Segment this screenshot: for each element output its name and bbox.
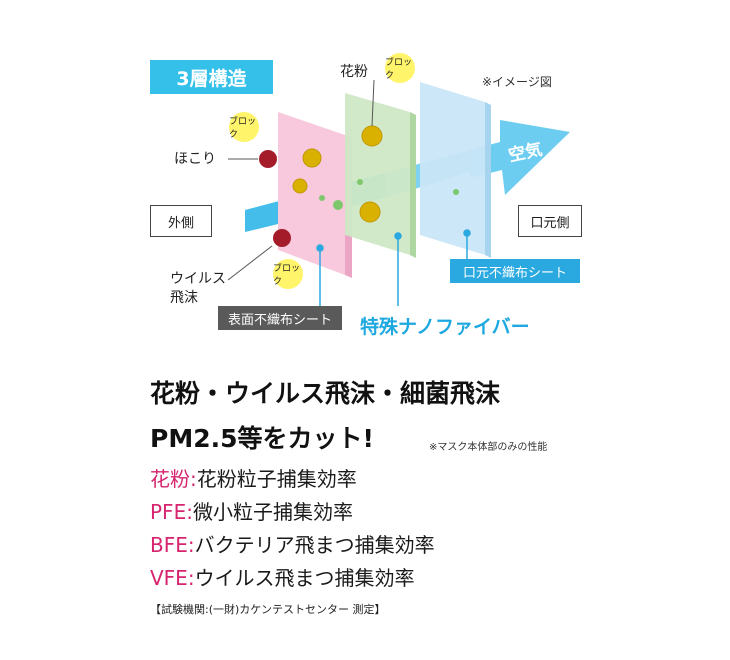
- headline-line1: 花粉・ウイルス飛沫・細菌飛沫: [150, 379, 501, 408]
- efficiency-desc: ウイルス飛まつ捕集効率: [194, 566, 415, 590]
- surface-layer: [278, 112, 352, 278]
- efficiency-row: 花粉:花粉粒子捕集効率: [150, 463, 357, 492]
- efficiency-row: PFE:微小粒子捕集効率: [150, 496, 353, 525]
- outside-label: 外側: [150, 205, 212, 237]
- virus-block-bubble: ブロック: [273, 259, 303, 289]
- three-layer-diagram: 3層構造 ※イメージ図 花粉 ブロック ほこり ブロック ウイルス 飛沫 ブロッ…: [150, 53, 582, 338]
- pointer-lines: [227, 79, 375, 281]
- performance-note: ※マスク本体部のみの性能: [429, 442, 548, 453]
- efficiency-desc: バクテリア飛まつ捕集効率: [194, 533, 435, 557]
- virus-label-line1: ウイルス: [170, 271, 226, 287]
- structure-title: 3層構造: [150, 60, 273, 94]
- efficiency-desc: 花粉粒子捕集効率: [196, 467, 357, 491]
- dust-label: ほこり: [174, 151, 216, 167]
- mouth-side-label: 口元側: [518, 205, 582, 237]
- efficiency-key: VFE:: [150, 566, 195, 590]
- headline-line2: PM2.5等をカット!: [150, 424, 374, 453]
- virus-label-line2: 飛沫: [170, 290, 198, 306]
- dust-block-bubble: ブロック: [229, 112, 259, 142]
- efficiency-key: PFE:: [150, 500, 193, 524]
- nanofiber-label: 特殊ナノファイバー: [360, 316, 530, 338]
- callout-lines: [316, 229, 471, 306]
- efficiency-desc: 微小粒子捕集効率: [192, 500, 353, 524]
- virus-particles: [259, 150, 291, 247]
- pollen-label: 花粉: [340, 64, 368, 80]
- efficiency-row: BFE:バクテリア飛まつ捕集効率: [150, 529, 435, 558]
- diagram-graphic: [227, 79, 570, 306]
- surface-sheet-tag: 表面不織布シート: [218, 306, 342, 330]
- efficiency-row: VFE:ウイルス飛まつ捕集効率: [150, 562, 415, 591]
- test-institution-footer: 【試験機関:(一財)カケンテストセンター 測定】: [150, 603, 386, 616]
- pollen-block-bubble: ブロック: [385, 53, 415, 83]
- nanofiber-layer: [345, 93, 416, 258]
- efficiency-key: BFE:: [150, 533, 195, 557]
- pollen-particles: [292, 125, 459, 223]
- mouth-side-layer: [420, 82, 491, 258]
- image-note: ※イメージ図: [482, 75, 552, 89]
- efficiency-key: 花粉:: [150, 467, 197, 491]
- mouth-sheet-tag: 口元不織布シート: [450, 259, 580, 283]
